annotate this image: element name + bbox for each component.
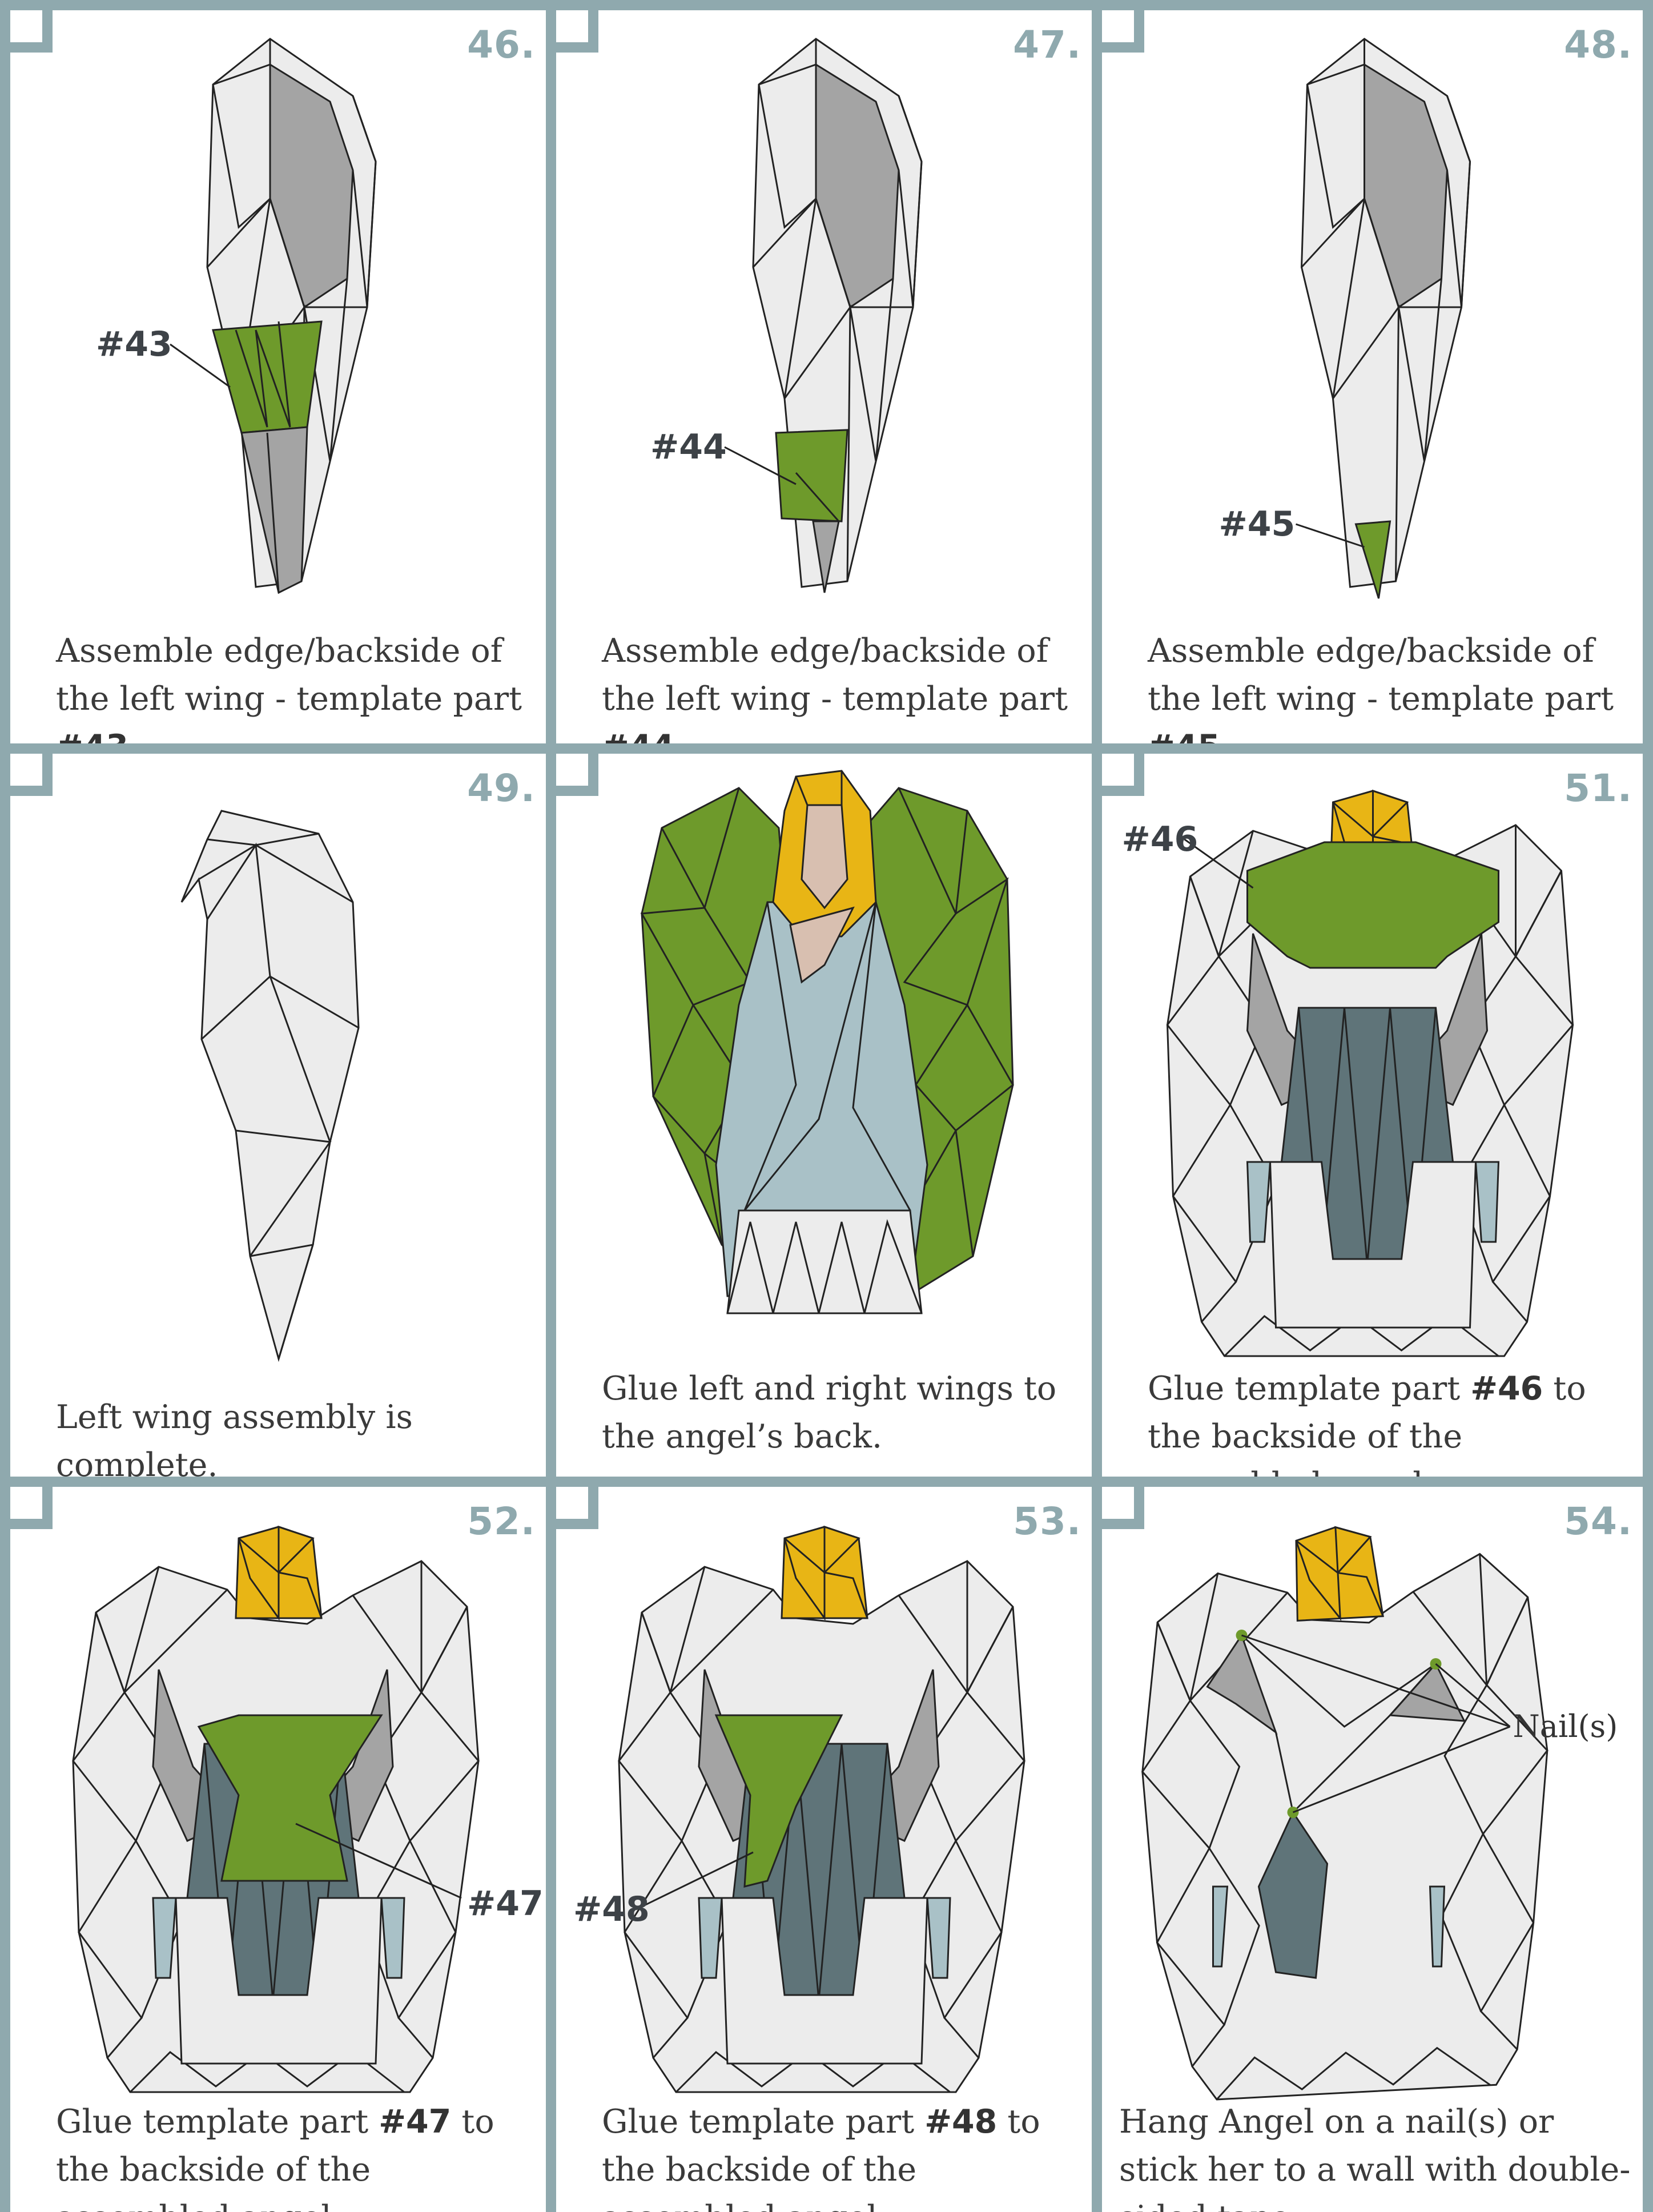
template-part-43-highlight xyxy=(213,321,321,433)
step-panel-53: 53. #48 Glue template part #48 to the ba… xyxy=(556,1487,1092,2212)
step-caption: Assemble edge/backside of the left wing … xyxy=(56,627,534,743)
callout-label: #47 xyxy=(467,1884,544,1924)
angel-back-illustration-48: #48 xyxy=(556,1521,1092,2121)
step-panel-46: 46. #43 Assemble edge/backside of the le… xyxy=(10,10,546,743)
callout-label: #45 xyxy=(1219,504,1296,544)
step-caption: Glue left and right wings to the angel’s… xyxy=(602,1365,1080,1461)
angel-back-illustration-47: #47 xyxy=(10,1521,546,2121)
wing-illustration-43: #43 xyxy=(10,10,546,610)
callout-label: #43 xyxy=(96,324,172,364)
step-panel-54: 54. Nail(s) Hang Angel on a nail(s) or s… xyxy=(1102,1487,1643,2212)
angel-back-illustration-46: #46 xyxy=(1102,785,1643,1385)
step-panel-51: 51. #46 Glue template part #46 to the ba… xyxy=(1102,754,1643,1477)
callout-label: #44 xyxy=(650,427,727,467)
step-panel-52: 52. #47 Glue template part #47 to the ba… xyxy=(10,1487,546,2212)
step-caption: Glue template part #48 to the backside o… xyxy=(602,2098,1080,2212)
wing-front-illustration xyxy=(10,788,546,1387)
step-caption: Assemble edge/backside of the left wing … xyxy=(602,627,1080,743)
wing-illustration-45: #45 xyxy=(1102,10,1643,610)
step-caption: Left wing assembly is complete. xyxy=(56,1393,534,1477)
callout-label: #48 xyxy=(573,1889,650,1929)
wing-illustration-44: #44 xyxy=(556,10,1092,610)
step-panel-48: 48. #45 Assemble edge/backside of the le… xyxy=(1102,10,1643,743)
step-panel-50: Glue left and right wings to the angel’s… xyxy=(556,754,1092,1477)
template-part-44-highlight xyxy=(776,430,847,521)
step-panel-49: 49. Left wing assembly is complete. xyxy=(10,754,546,1477)
step-caption: Glue template part #47 to the backside o… xyxy=(56,2098,534,2212)
angel-front-illustration xyxy=(556,765,1092,1365)
step-caption: Assemble edge/backside of the left wing … xyxy=(1148,627,1631,743)
step-panel-47: 47. #44 Assemble edge/backside of the le… xyxy=(556,10,1092,743)
callout-label: #46 xyxy=(1122,819,1198,859)
step-caption: Glue template part #46 to the backside o… xyxy=(1148,1365,1631,1477)
callout-label: Nail(s) xyxy=(1513,1708,1618,1744)
angel-hanging-illustration: Nail(s) xyxy=(1102,1521,1643,2121)
step-caption: Hang Angel on a nail(s) or stick her to … xyxy=(1119,2098,1631,2212)
